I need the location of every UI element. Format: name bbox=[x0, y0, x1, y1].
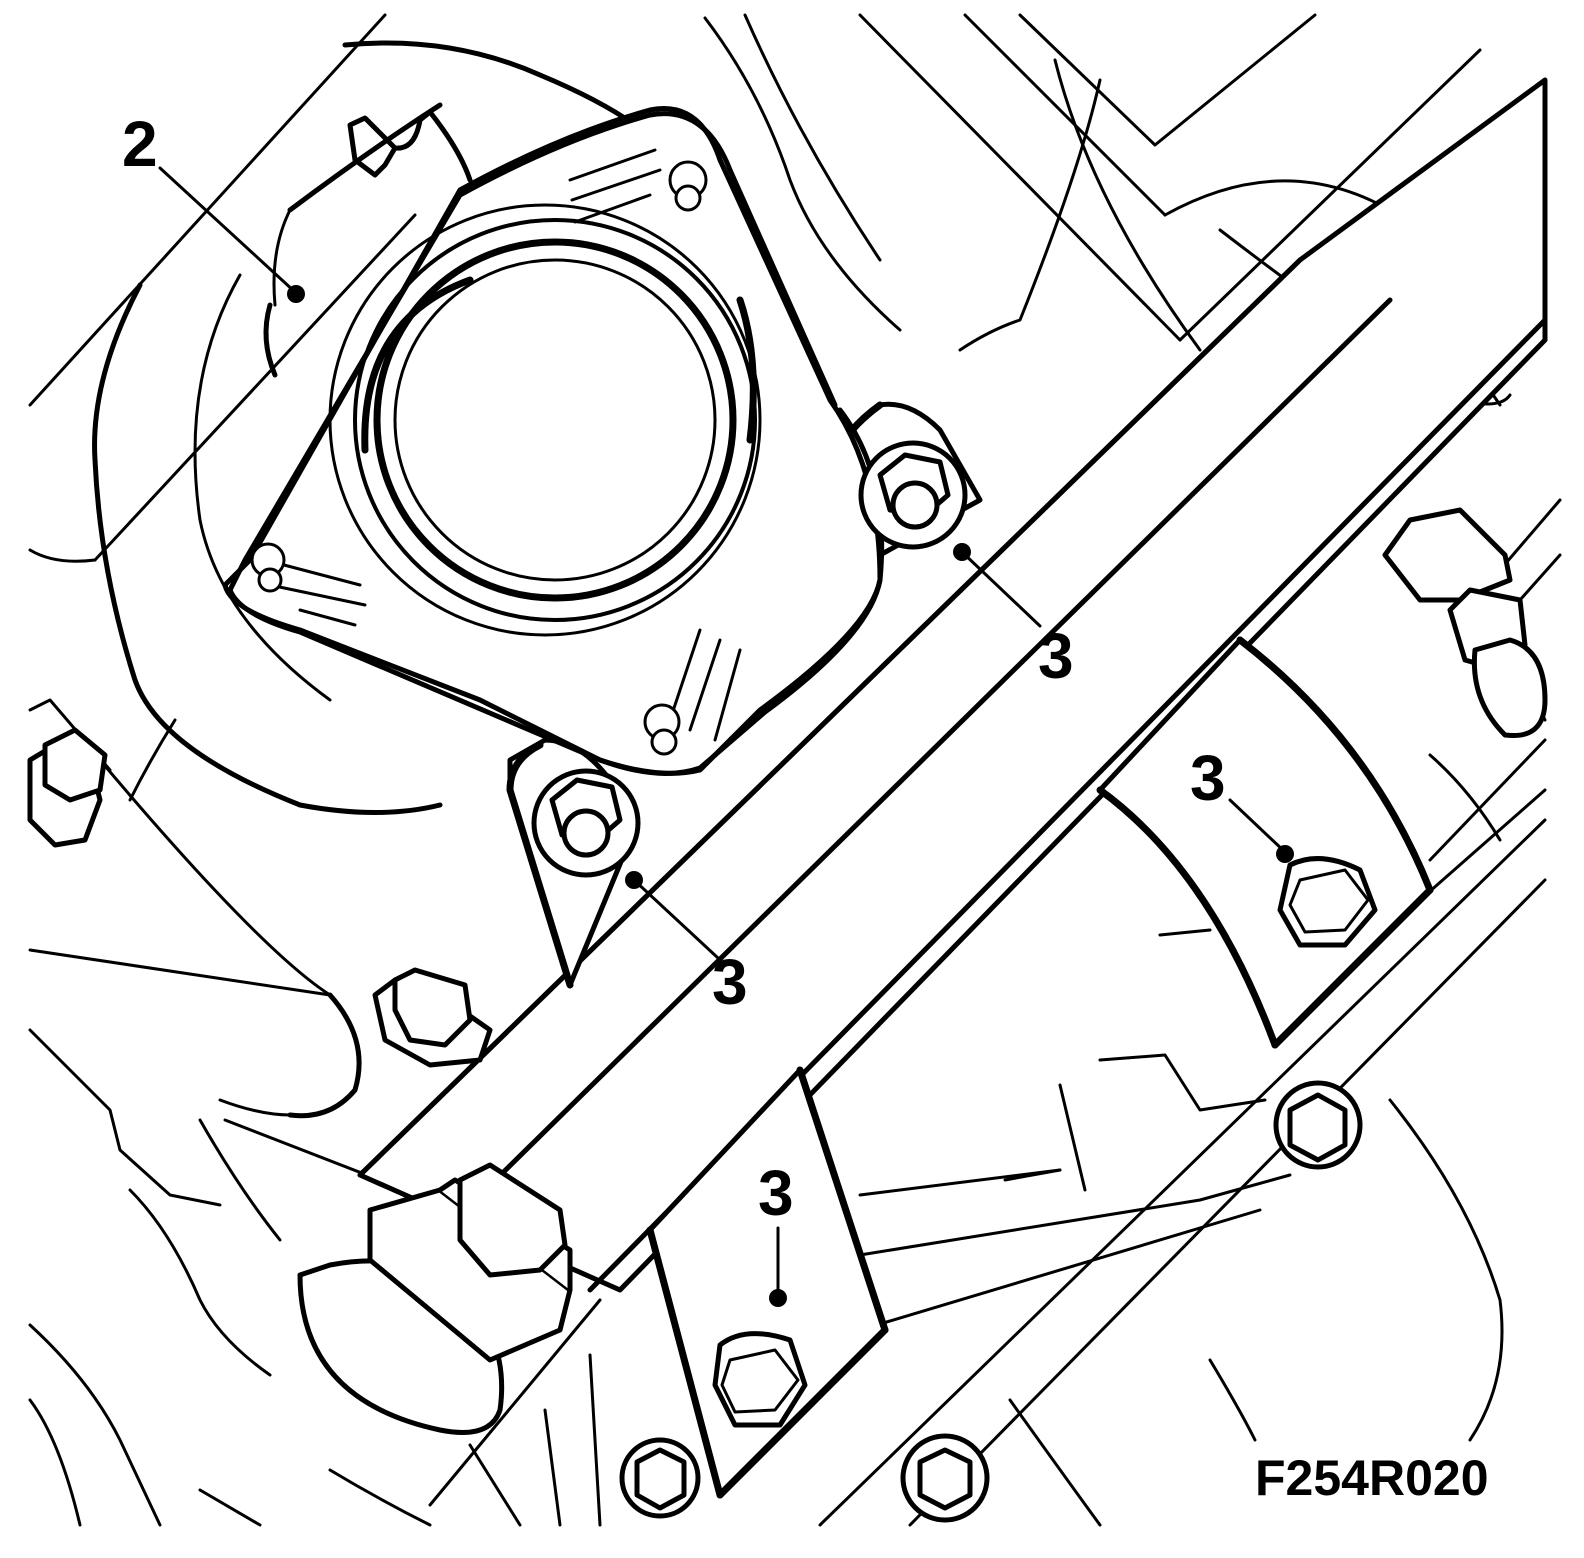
callout-3-center: 3 bbox=[712, 946, 748, 1018]
stud-left bbox=[250, 542, 286, 593]
bolt-large-lower bbox=[297, 1162, 573, 1435]
nut-right-leg bbox=[1277, 856, 1378, 948]
bolt-far-right bbox=[1382, 507, 1548, 739]
callout-2: 2 bbox=[122, 108, 158, 180]
callout-3-right-leg: 3 bbox=[1190, 742, 1226, 814]
callout-labels: 2 3 3 3 3 bbox=[122, 108, 1226, 1229]
bolt-lower-right bbox=[1273, 1080, 1363, 1170]
nut-center bbox=[531, 768, 641, 878]
bolt-mid-left bbox=[372, 967, 493, 1068]
hex-bolt-icon bbox=[27, 507, 1548, 1523]
bolt-far-left bbox=[27, 727, 108, 848]
figure-id: F254R020 bbox=[1255, 1450, 1489, 1506]
bolt-bottom-center bbox=[619, 1437, 701, 1519]
exhaust-flange-icon bbox=[222, 106, 885, 776]
bolt-bottom-right bbox=[900, 1433, 990, 1523]
callout-3-lower-leg: 3 bbox=[758, 1157, 794, 1229]
stud-bottom bbox=[643, 703, 681, 756]
stud-top bbox=[668, 160, 708, 212]
callout-3-upper-right: 3 bbox=[1038, 620, 1074, 692]
nut-lower-leg bbox=[712, 1331, 808, 1428]
callout-leaders bbox=[158, 166, 1294, 1307]
flange-nut-icon bbox=[531, 440, 1378, 1428]
nut-upper-right bbox=[858, 440, 968, 550]
